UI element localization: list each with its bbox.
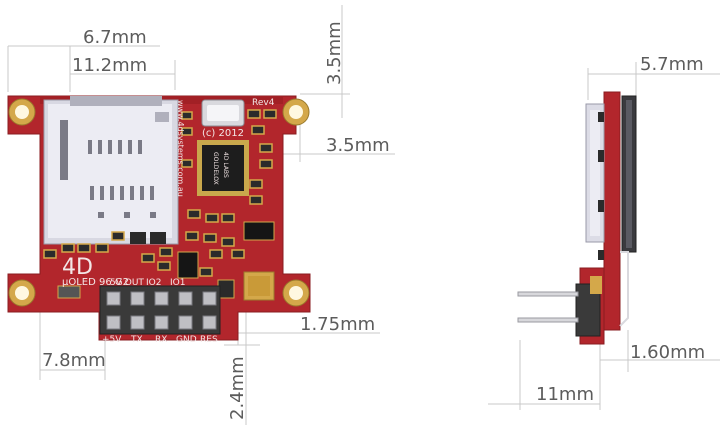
microsd-card-slot <box>43 96 179 245</box>
pin-label-tx: TX <box>130 335 143 345</box>
logo-4d: 4D <box>62 255 93 280</box>
dim-card-slot-width: 11.2mm <box>72 55 147 76</box>
resistor-pack <box>57 285 81 299</box>
pin-header <box>99 285 221 335</box>
goldelox-chip: GOLDELOX 4D LABS <box>197 140 249 196</box>
pcb-side-view <box>517 91 637 345</box>
pin-label-gnd: GND <box>176 335 197 345</box>
chip-code: 4D LABS <box>222 152 229 178</box>
revision-label: Rev4 <box>252 98 275 108</box>
dim-side-pcb-thickness: 1.60mm <box>630 342 705 363</box>
mounting-hole-bottom-left <box>8 279 36 307</box>
header-pin-upper <box>517 291 579 297</box>
mounting-hole-top-right <box>282 98 310 126</box>
copyright-label: (c) 2012 <box>202 128 244 139</box>
dim-top-left-width: 6.7mm <box>83 27 147 48</box>
model-label: µOLED 96 G2 <box>62 277 129 288</box>
dim-bottom-height: 2.4mm <box>227 356 248 420</box>
header-label-io2: IO2 <box>146 278 161 288</box>
dim-side-thickness: 5.7mm <box>640 54 704 75</box>
chip-name: GOLDELOX <box>212 152 219 185</box>
mounting-hole-top-left <box>8 98 36 126</box>
header-label-io1: IO1 <box>170 278 185 288</box>
dimension-lines-side <box>488 62 720 410</box>
dim-top-height: 3.5mm <box>324 21 345 85</box>
regulator-ic <box>243 221 275 241</box>
header-label-5v-out: 5V OUT <box>110 278 144 288</box>
transistor-ic <box>177 251 199 279</box>
mounting-hole-bottom-right <box>282 279 310 307</box>
dim-side-depth: 11mm <box>536 384 594 405</box>
pcb-front-view: Rev4 <box>7 95 311 345</box>
website-label: www.4dsystems.com.au <box>176 100 185 197</box>
header-pin-lower <box>517 317 579 323</box>
pin-label-rx: RX <box>155 335 167 345</box>
pin-label-5v: +5V <box>102 335 122 345</box>
dim-right-offset: 3.5mm <box>326 135 390 156</box>
dim-bottom-left-offset: 7.8mm <box>42 350 106 371</box>
pin-label-res: RES <box>200 335 218 345</box>
side-pcb-edge <box>603 91 621 331</box>
dim-header-offset: 1.75mm <box>300 314 375 335</box>
